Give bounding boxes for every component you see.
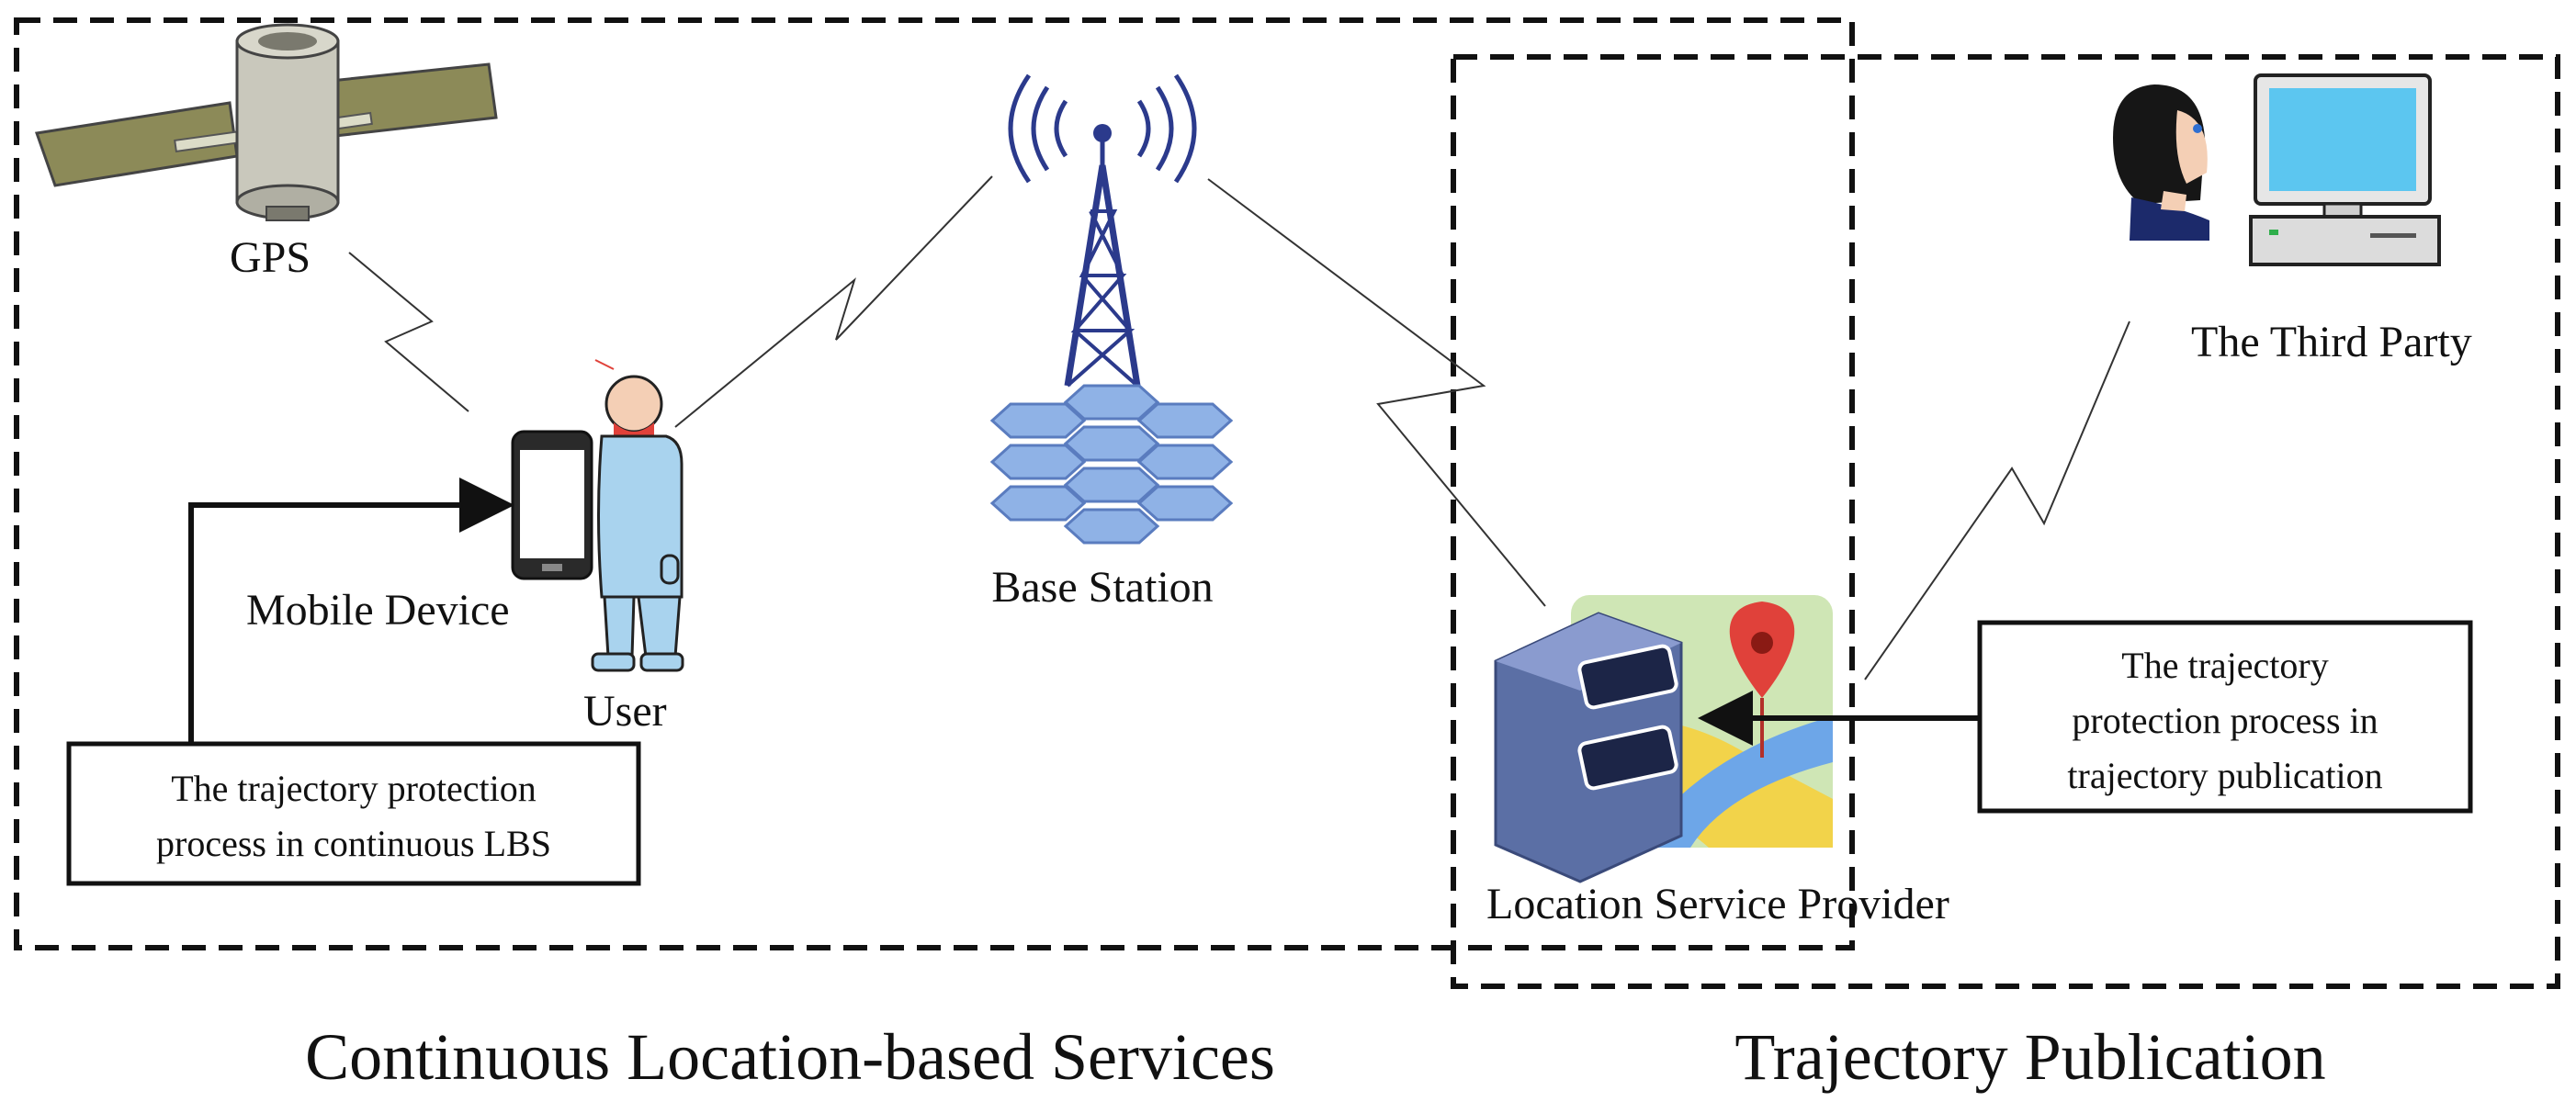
device-to-tower-link bbox=[674, 175, 993, 428]
process-to-device-arrow bbox=[188, 478, 514, 744]
trajectory-publication-process-box: The trajectory protection process in tra… bbox=[1977, 620, 2473, 814]
gps-label: GPS bbox=[230, 233, 311, 282]
third-party-person-icon bbox=[2113, 84, 2209, 241]
continuous-lbs-caption: Continuous Location-based Services bbox=[305, 1020, 1275, 1094]
third-party-computer-icon bbox=[2249, 73, 2441, 266]
continuous-lbs-process-line-2: process in continuous LBS bbox=[156, 823, 551, 864]
thirdparty-to-server-link bbox=[1864, 320, 2130, 680]
mobile-device-icon bbox=[511, 430, 593, 580]
publication-process-line-2: protection process in bbox=[2072, 700, 2378, 741]
tower-to-server-link bbox=[1207, 178, 1546, 607]
publication-process-line-3: trajectory publication bbox=[2067, 755, 2382, 796]
user-icon bbox=[591, 359, 684, 672]
continuous-lbs-process-box: The trajectory protection process in con… bbox=[66, 741, 641, 886]
gps-to-device-link bbox=[348, 252, 469, 412]
continuous-lbs-process-line-1: The trajectory protection bbox=[171, 768, 537, 809]
map-pin-icon bbox=[1729, 601, 1795, 758]
base-station-tower-icon bbox=[1008, 73, 1197, 388]
server-icon bbox=[1494, 612, 1683, 883]
mobile-device-label: Mobile Device bbox=[246, 586, 510, 635]
base-station-label: Base Station bbox=[991, 563, 1213, 612]
publication-process-line-1: The trajectory bbox=[2121, 645, 2328, 686]
user-label: User bbox=[583, 687, 667, 736]
location-service-provider-label: Location Service Provider bbox=[1486, 880, 1949, 928]
gps-satellite-icon bbox=[34, 23, 498, 221]
third-party-label: The Third Party bbox=[2191, 318, 2472, 366]
base-station-cells-icon bbox=[989, 384, 1234, 545]
trajectory-publication-region bbox=[1451, 54, 2560, 989]
trajectory-publication-caption: Trajectory Publication bbox=[1734, 1020, 2325, 1094]
continuous-lbs-region bbox=[14, 17, 1855, 950]
